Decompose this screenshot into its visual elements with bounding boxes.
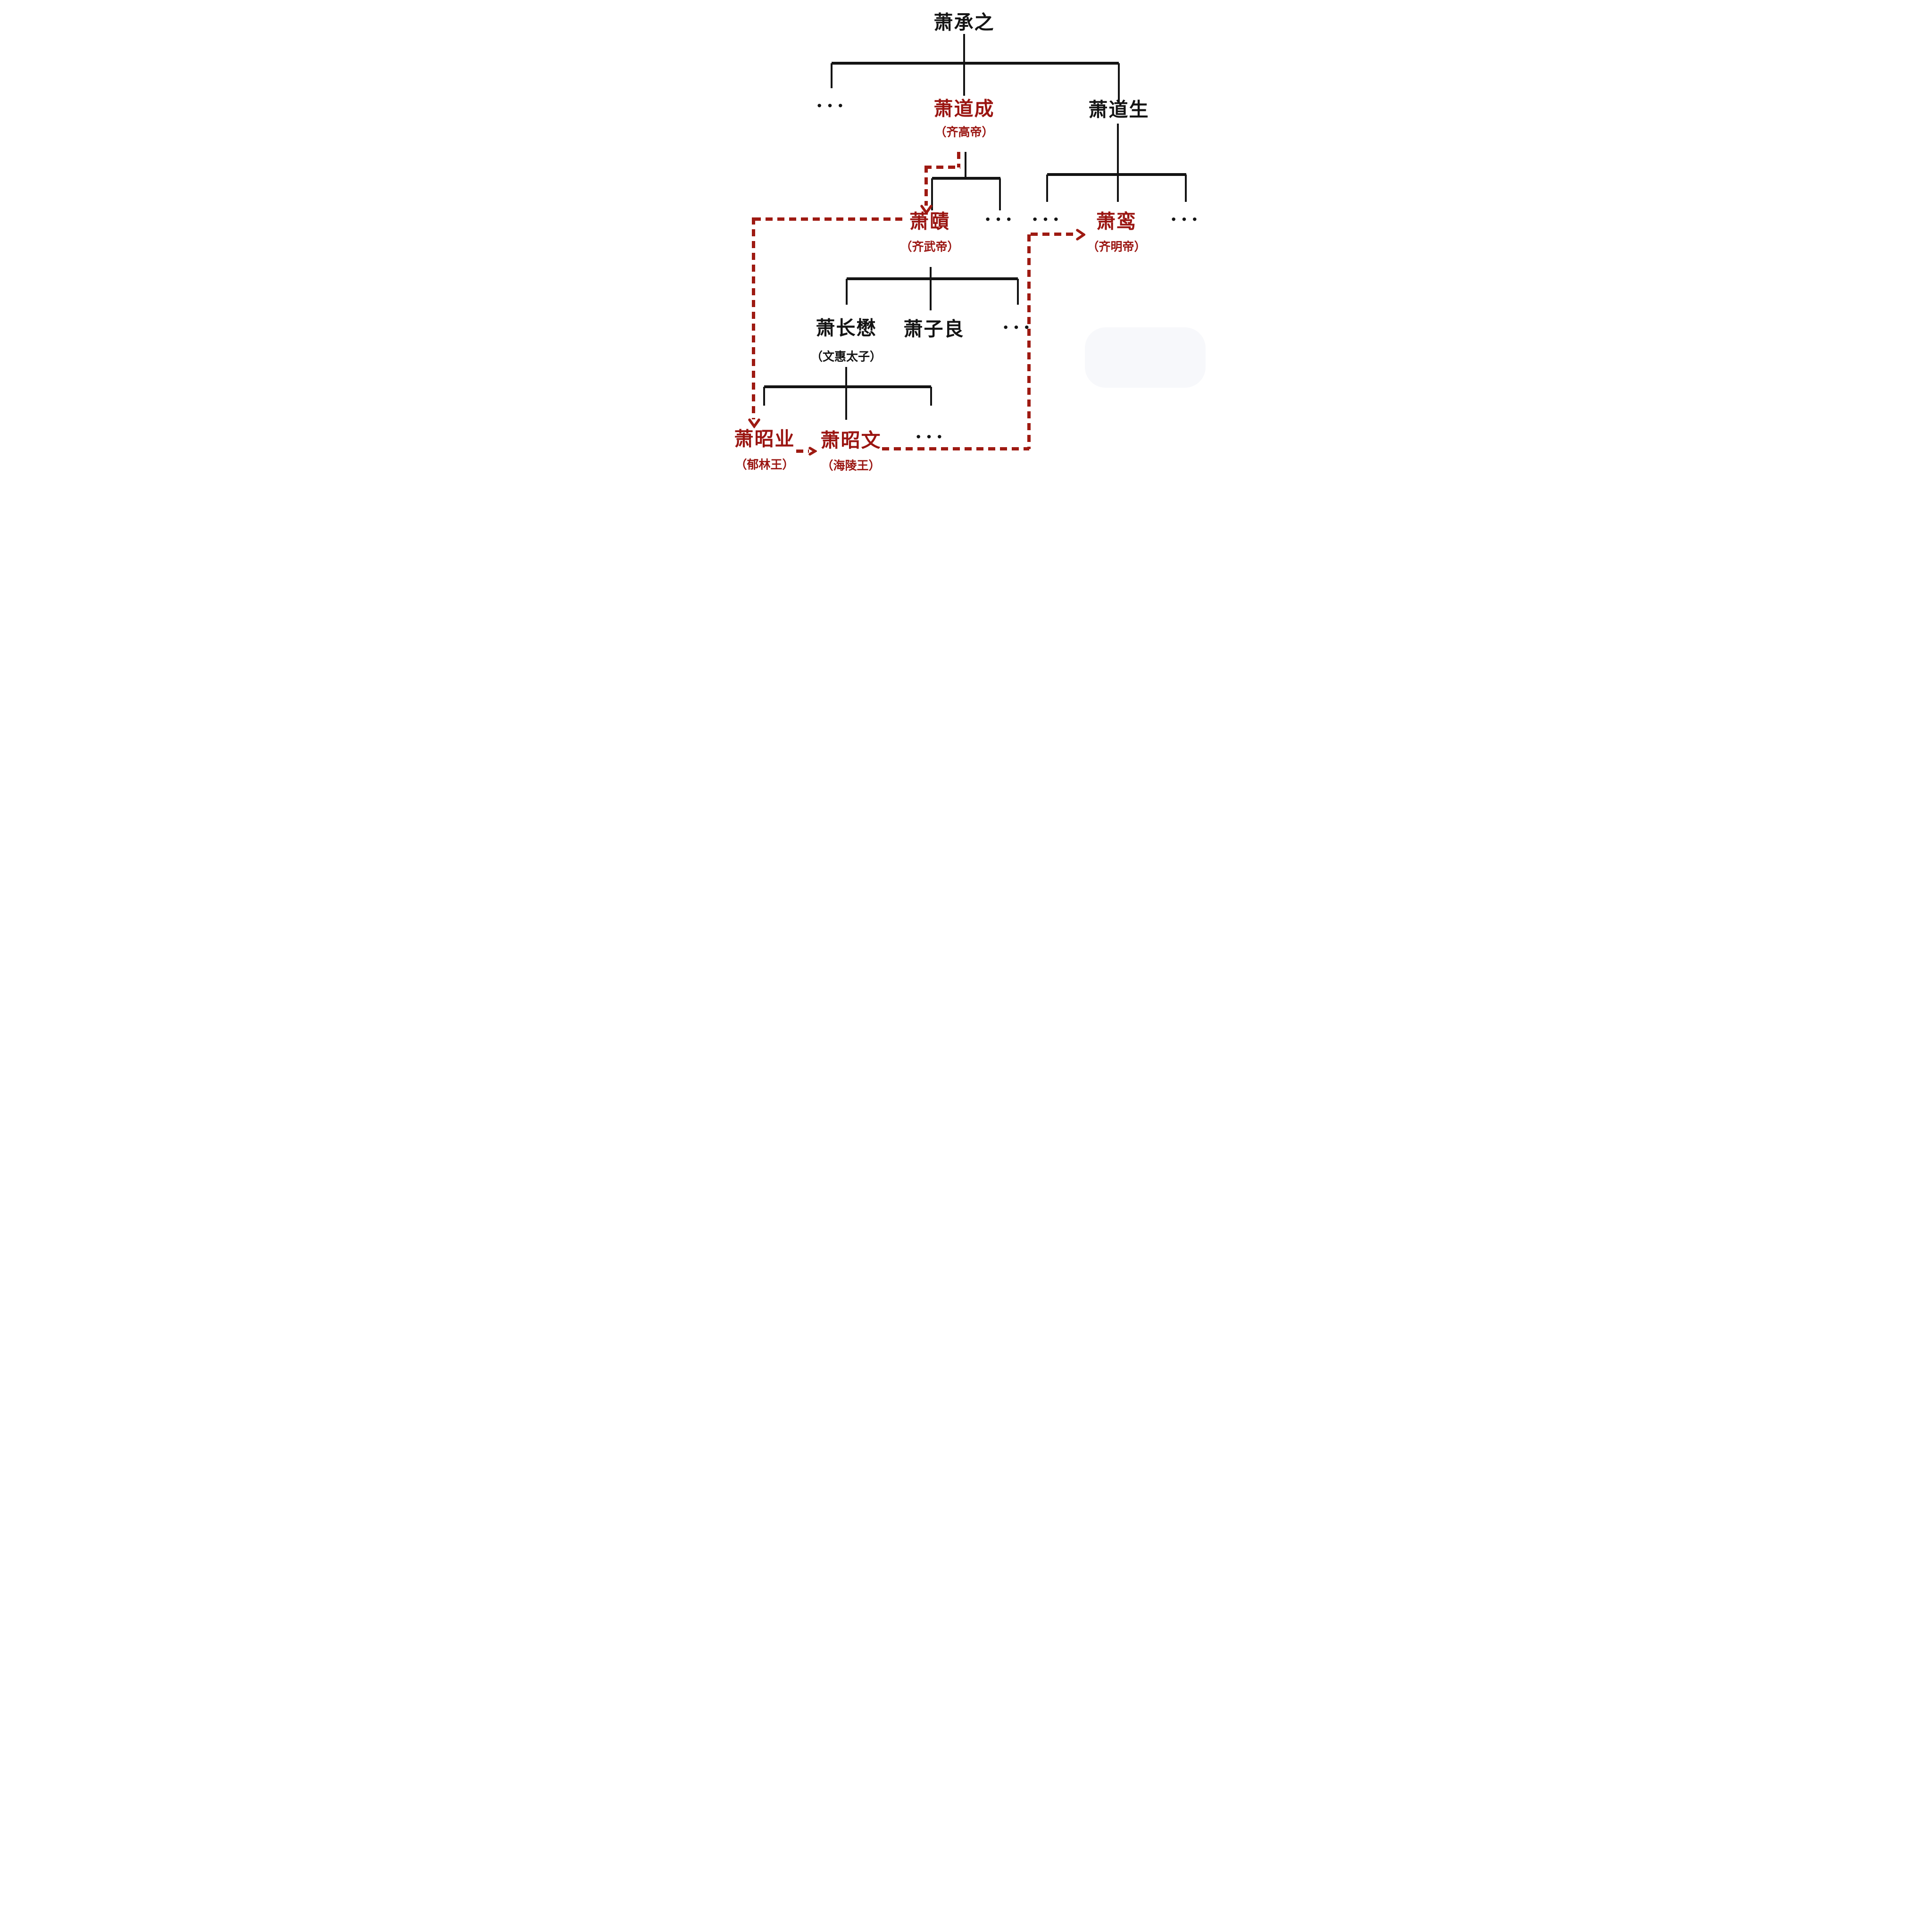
dashed-zhaoye-to-zhaowen-seg (796, 450, 809, 453)
node-xiao-chengzhi: 萧承之 (933, 11, 995, 33)
dashed-daocheng-to-ze-seg1 (957, 152, 960, 167)
line-drop-changmao (846, 279, 848, 305)
node-xiao-daosheng: 萧道生 (1088, 99, 1149, 121)
line-drop-daosheng (1118, 63, 1120, 102)
line-drop-ze (931, 178, 933, 210)
line-drop-ellipsis-daocheng (999, 178, 1001, 210)
line-drop-daocheng (963, 63, 965, 96)
arrowhead-down-to-ze-icon (920, 205, 933, 215)
family-tree-canvas: 萧承之 ··· 萧道成 （齐高帝） 萧道生 萧賾 （齐武帝） ··· ··· 萧… (724, 0, 1208, 483)
arrowhead-right-to-zhaowen-icon (808, 447, 817, 456)
bar-daocheng-children (932, 177, 1000, 180)
line-daocheng-down (965, 152, 966, 179)
line-drop-ellipsis-daosheng-left (1046, 175, 1048, 202)
node-ellipsis-daosheng-right: ··· (1170, 207, 1202, 231)
watermark-ghost (1085, 327, 1206, 388)
node-xiao-zhaowen: 萧昭文 (820, 429, 882, 451)
dashed-zhaowen-to-luan-seg1 (882, 447, 1029, 450)
node-xiao-ziliang: 萧子良 (903, 318, 965, 340)
bar-chengzhi-children (832, 62, 1119, 65)
subtitle-xiao-daocheng: （齐高帝） (934, 126, 994, 139)
node-xiao-zhaoye: 萧昭业 (734, 428, 795, 450)
node-xiao-ze: 萧賾 (909, 210, 950, 233)
line-chengzhi-down (963, 34, 965, 63)
line-daosheng-down (1117, 124, 1119, 202)
arrowhead-down-to-zhaoye-icon (748, 418, 760, 428)
line-changmao-down (845, 367, 847, 420)
subtitle-xiao-zhaowen: （海陵王） (821, 459, 881, 473)
bar-daosheng-children (1047, 173, 1186, 176)
line-drop-zhaoye (763, 387, 765, 406)
dashed-daocheng-to-ze-seg2 (924, 166, 960, 169)
node-ellipsis-daocheng-children: ··· (984, 207, 1016, 231)
dashed-ze-to-zhaoye-seg2 (752, 217, 755, 419)
node-ellipsis-changmao-children: ··· (915, 425, 947, 449)
subtitle-xiao-ze: （齐武帝） (900, 241, 959, 254)
node-xiao-luan: 萧鸾 (1096, 210, 1137, 233)
node-ellipsis-gen2-left: ··· (816, 93, 848, 117)
node-xiao-changmao: 萧长懋 (816, 317, 877, 339)
node-xiao-daocheng: 萧道成 (933, 98, 995, 120)
arrowhead-right-to-luan-icon (1076, 229, 1085, 241)
node-ellipsis-daosheng-left: ··· (1031, 207, 1063, 231)
node-ellipsis-ze-children: ··· (1002, 315, 1034, 339)
subtitle-xiao-luan: （齐明帝） (1087, 241, 1146, 254)
line-drop-ellipsis-changmao (930, 387, 932, 406)
dashed-zhaowen-to-luan-seg2 (1027, 234, 1031, 449)
dashed-daocheng-to-ze-seg3 (924, 166, 928, 206)
subtitle-xiao-zhaoye: （郁林王） (735, 458, 794, 472)
bar-ze-children (847, 277, 1018, 280)
subtitle-xiao-changmao: （文惠太子） (810, 350, 882, 364)
dashed-ze-to-zhaoye-seg1 (754, 217, 903, 221)
line-drop-ellipsis-ze (1017, 279, 1019, 305)
bar-changmao-children (764, 385, 931, 388)
line-drop-ellipsis-daosheng-right (1185, 175, 1187, 202)
line-drop-ellipsis-gen2 (831, 63, 833, 88)
dashed-zhaowen-to-luan-seg3 (1031, 233, 1077, 236)
line-ze-down (930, 267, 932, 310)
